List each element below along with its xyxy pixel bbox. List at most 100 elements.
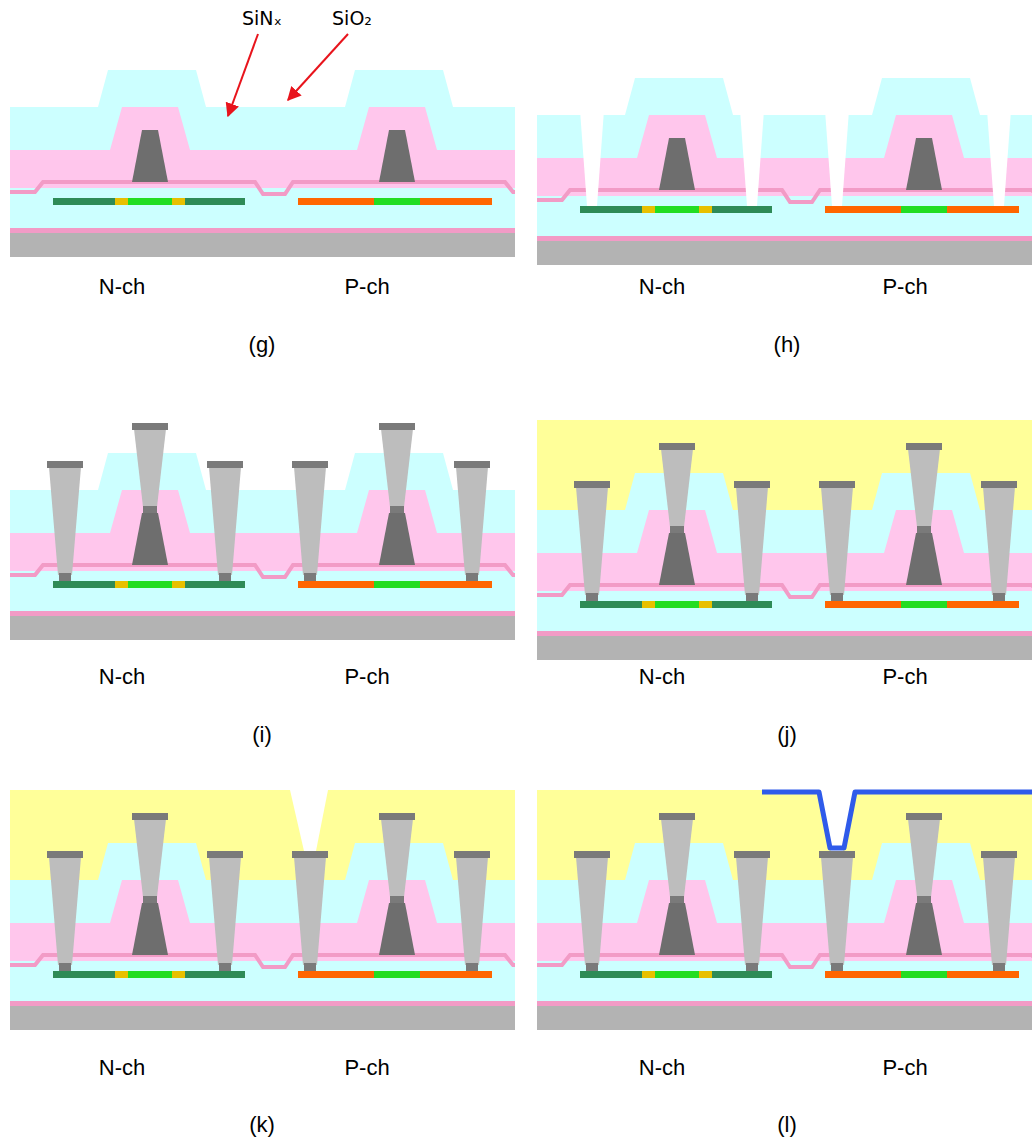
- ldd-region: [172, 971, 185, 978]
- channel: [128, 971, 172, 978]
- channel: [901, 206, 947, 213]
- plug-cap: [207, 461, 243, 468]
- plug-bottom: [390, 896, 404, 903]
- n-active: [580, 971, 772, 978]
- sio2-layer: [537, 473, 1032, 595]
- plug-cap: [379, 423, 415, 430]
- gate-electrode: [906, 903, 942, 955]
- plug-bottom: [466, 573, 478, 581]
- gate-electrode: [379, 130, 415, 182]
- p-active: [298, 581, 492, 588]
- gate-electrode: [906, 533, 942, 585]
- leader-arrow: [288, 34, 348, 100]
- plug-cap: [379, 813, 415, 820]
- contact-plug: [736, 487, 768, 595]
- p-active: [825, 971, 1019, 978]
- plug-bottom: [993, 593, 1005, 601]
- channel: [901, 601, 947, 608]
- ldd-region: [699, 206, 712, 213]
- contact-plug: [456, 857, 488, 965]
- contact-plug: [983, 857, 1015, 965]
- channel-type: N-ch: [639, 275, 685, 299]
- contact-plug: [821, 857, 853, 965]
- plug-bottom: [59, 573, 71, 581]
- gate-plug: [381, 819, 413, 897]
- channel-type: P-ch: [882, 275, 927, 299]
- plug-bottom: [670, 526, 684, 533]
- contact-plug: [49, 857, 81, 965]
- plug-cap: [454, 461, 490, 468]
- substrate: [10, 1006, 515, 1030]
- plug-cap: [819, 481, 855, 488]
- plug-bottom: [746, 593, 758, 601]
- plug-cap: [734, 851, 770, 858]
- panel-label: (j): [777, 723, 797, 747]
- barrier-layer: [537, 1001, 1032, 1006]
- leader-arrow: [228, 34, 258, 116]
- plug-bottom: [917, 896, 931, 903]
- plug-cap: [132, 813, 168, 820]
- sinx-layer: [537, 880, 1032, 961]
- panel-label: (l): [777, 1113, 797, 1137]
- plug-cap: [981, 851, 1017, 858]
- plug-cap: [819, 851, 855, 858]
- gate-electrode: [659, 533, 695, 585]
- contact-plug: [983, 487, 1015, 595]
- plug-bottom: [143, 506, 157, 513]
- channel: [128, 198, 172, 205]
- panel-label: (i): [252, 723, 272, 747]
- gate-insulator: [10, 955, 515, 967]
- plug-bottom: [304, 963, 316, 971]
- plug-cap: [132, 423, 168, 430]
- plug-bottom: [143, 896, 157, 903]
- plug-cap: [906, 443, 942, 450]
- plug-cap: [574, 851, 610, 858]
- contact-plug: [576, 487, 608, 595]
- ldd-region: [642, 971, 655, 978]
- contact-plug: [294, 467, 326, 575]
- sinx-layer: [10, 490, 515, 571]
- plug-bottom: [219, 573, 231, 581]
- plug-bottom: [917, 526, 931, 533]
- ldd-region: [642, 601, 655, 608]
- contact-hole: [580, 110, 604, 206]
- plug-cap: [454, 851, 490, 858]
- plug-cap: [734, 481, 770, 488]
- gate-electrode: [132, 903, 168, 955]
- plug-bottom: [304, 573, 316, 581]
- gate-electrode: [659, 903, 695, 955]
- sio2-layer: [10, 70, 515, 192]
- sio2-layer: [10, 843, 515, 965]
- substrate: [537, 241, 1032, 265]
- cross-section: [537, 420, 1032, 660]
- sinx-layer: [10, 107, 515, 188]
- plug-bottom: [746, 963, 758, 971]
- channel-type: N-ch: [639, 1056, 685, 1080]
- ldd-region: [699, 971, 712, 978]
- buffer-oxide: [537, 196, 1032, 237]
- ldd-region: [115, 198, 128, 205]
- channel-type: N-ch: [99, 1056, 145, 1080]
- sio2-layer: [10, 453, 515, 575]
- p-active: [298, 971, 492, 978]
- plug-cap: [981, 481, 1017, 488]
- barrier-layer: [10, 1001, 515, 1006]
- pixel-electrode: [762, 792, 1032, 848]
- channel-type: N-ch: [99, 665, 145, 689]
- ldd-region: [172, 198, 185, 205]
- plug-bottom: [586, 593, 598, 601]
- plug-bottom: [219, 963, 231, 971]
- contact-hole: [825, 110, 849, 206]
- gate-electrode: [132, 130, 168, 182]
- gate-plug: [134, 819, 166, 897]
- gate-electrode: [379, 903, 415, 955]
- gate-insulator: [537, 190, 1032, 202]
- gate-plug: [661, 819, 693, 897]
- barrier-layer: [10, 611, 515, 616]
- contact-plug: [456, 467, 488, 575]
- channel: [128, 581, 172, 588]
- channel: [655, 971, 699, 978]
- plug-bottom: [586, 963, 598, 971]
- contact-plug: [209, 857, 241, 965]
- substrate: [537, 636, 1032, 660]
